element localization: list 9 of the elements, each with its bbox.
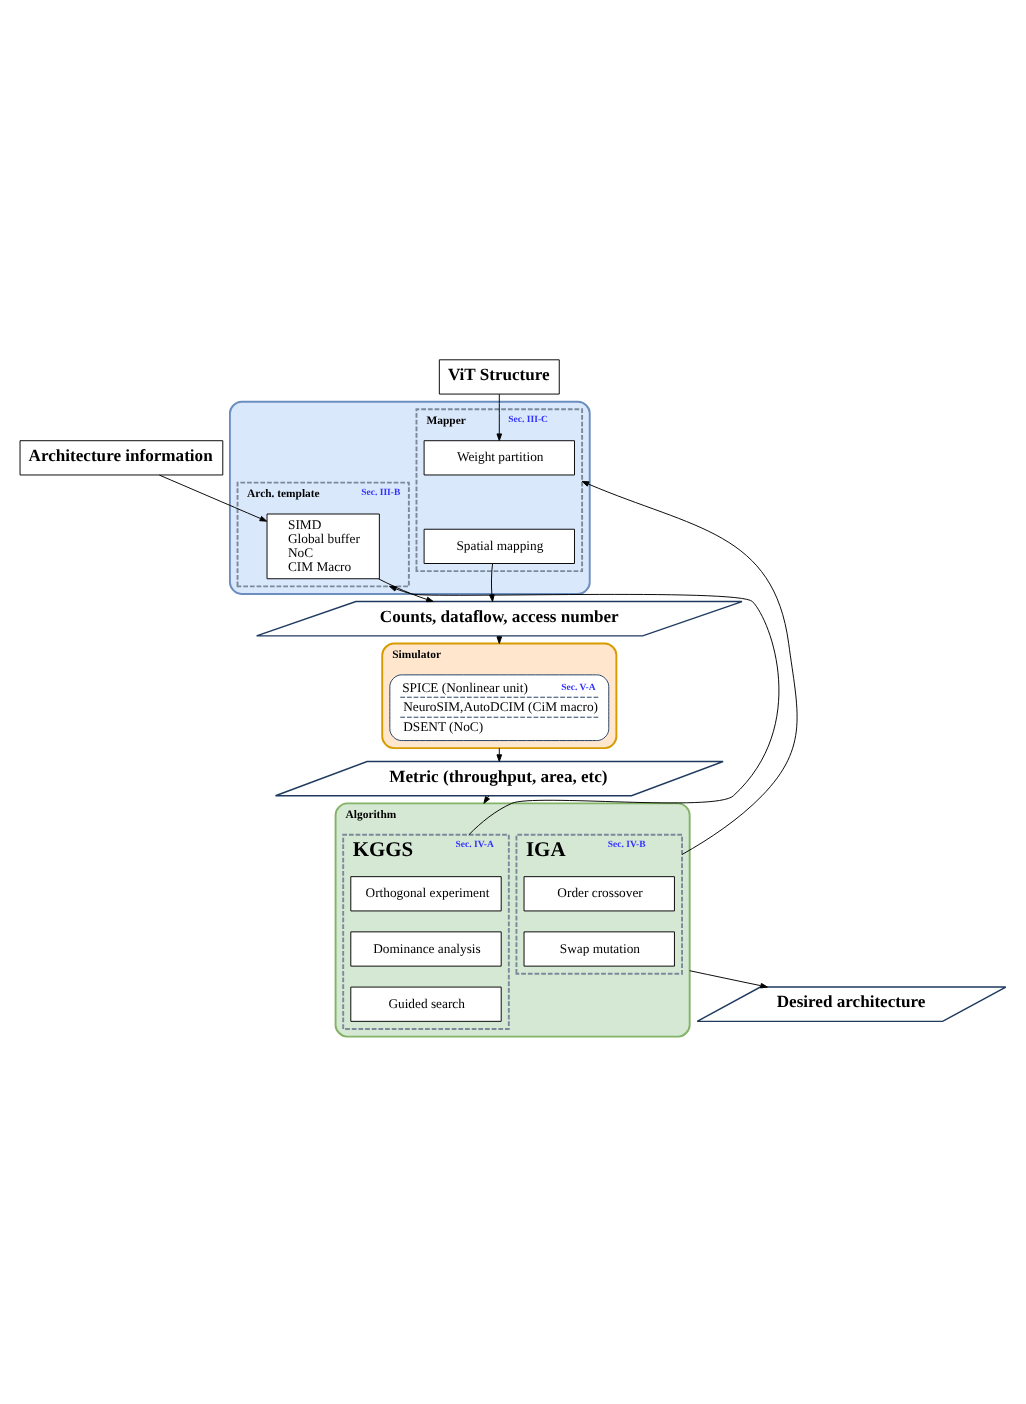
arrow xyxy=(158,474,268,522)
arrow xyxy=(689,970,768,989)
arrow xyxy=(389,585,780,836)
arrow xyxy=(378,578,434,603)
arrow xyxy=(496,747,503,762)
node-box: Architecture information xyxy=(19,440,224,476)
arrow xyxy=(496,393,503,441)
arrow xyxy=(581,480,798,855)
node-box: ViT Structure xyxy=(438,359,560,395)
